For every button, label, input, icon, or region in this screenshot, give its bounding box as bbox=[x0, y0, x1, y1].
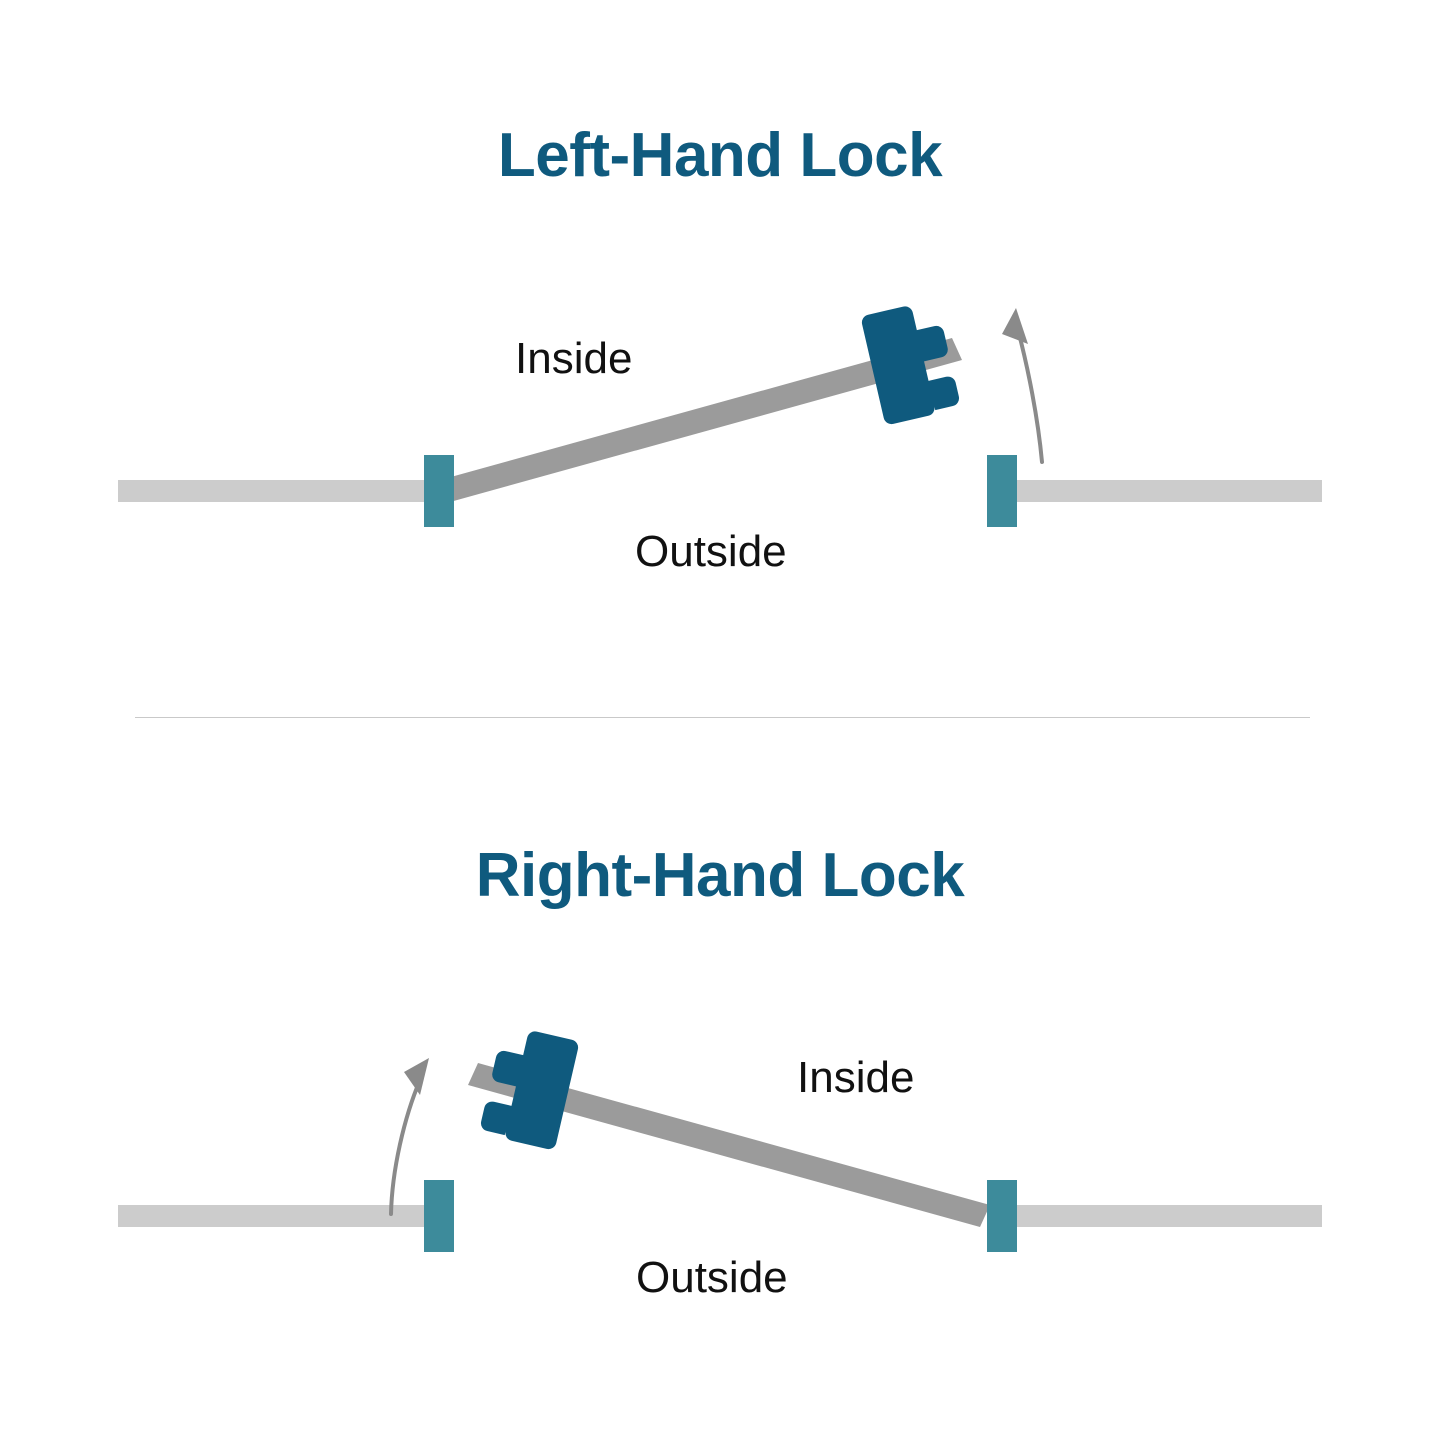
lock-icon bbox=[861, 306, 960, 425]
wall-rail-right bbox=[1000, 480, 1322, 502]
wall-rail-left bbox=[118, 480, 430, 502]
panel-left-hand-lock: Left-Hand Lock Inside Outside bbox=[0, 0, 1440, 717]
swing-direction-arrow bbox=[389, 1058, 429, 1216]
gate-arm bbox=[468, 1063, 990, 1227]
panel-right-hand-lock: Right-Hand Lock Inside Outside bbox=[0, 718, 1440, 1440]
wall-rail-left bbox=[118, 1205, 430, 1227]
label-outside: Outside bbox=[635, 527, 787, 576]
hinge-icon-right bbox=[987, 455, 1017, 527]
lock-icon bbox=[480, 1031, 579, 1150]
label-inside: Inside bbox=[515, 334, 633, 383]
gate-arm bbox=[440, 338, 962, 502]
page-title-right-hand-lock: Right-Hand Lock bbox=[475, 841, 965, 910]
wall-rail-right bbox=[1000, 1205, 1322, 1227]
page-title-left-hand-lock: Left-Hand Lock bbox=[497, 121, 943, 190]
swing-direction-arrow bbox=[1002, 308, 1044, 464]
label-inside: Inside bbox=[797, 1053, 915, 1102]
hinge-icon-right bbox=[987, 1180, 1017, 1252]
hinge-icon-left bbox=[424, 455, 454, 527]
left-hand-lock-illustration bbox=[118, 306, 1322, 527]
hinge-icon-left bbox=[424, 1180, 454, 1252]
panel-divider bbox=[135, 717, 1310, 718]
label-outside: Outside bbox=[636, 1253, 788, 1302]
right-hand-lock-illustration bbox=[118, 1031, 1322, 1252]
